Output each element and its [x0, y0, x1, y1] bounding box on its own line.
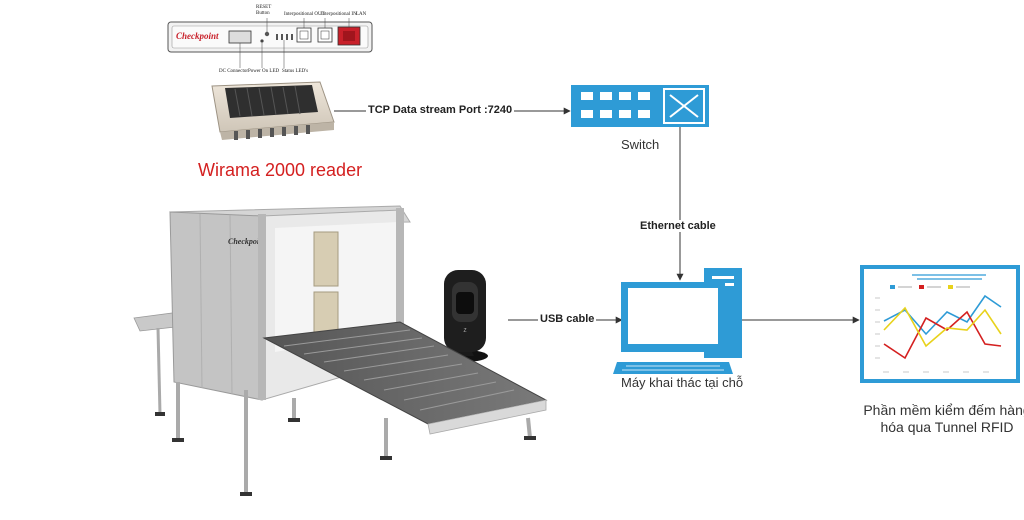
- tunnel-logo-text: Checkpoint: [228, 237, 267, 246]
- power-led-label: Power On LED: [248, 69, 280, 74]
- pc-label: Máy khai thác tại chỗ: [621, 375, 744, 390]
- ethernet-label: Ethernet cable: [638, 220, 718, 232]
- power-led: [260, 39, 264, 43]
- reader-front-panel: [167, 18, 373, 68]
- line-chart-dashboard-icon: [860, 265, 1020, 383]
- desktop-computer-icon: [613, 268, 742, 374]
- tcp-label: TCP Data stream Port :7240: [366, 104, 515, 116]
- reader-panel-logo: Checkpoint: [176, 31, 219, 41]
- rfid-tunnel-conveyor-image: Checkpoint: [133, 205, 548, 496]
- dc-connector-label: DC Connector: [219, 69, 249, 74]
- reader-title: Wirama 2000 reader: [198, 160, 363, 180]
- interp-out-label: Interpositional OUT: [284, 12, 325, 17]
- usb-label: USB cable: [538, 313, 597, 325]
- connectors: [334, 107, 860, 324]
- lan-label: LAN: [356, 12, 367, 17]
- svg-text:Z: Z: [463, 328, 466, 334]
- status-leds: [276, 34, 293, 40]
- interp-in-port: [317, 27, 333, 43]
- status-leds-label: Status LED's: [282, 69, 309, 74]
- reset-button: [264, 31, 270, 37]
- software-label: Phần mềm kiểm đếm hàng hóa qua Tunnel RF…: [863, 402, 1024, 435]
- interp-out-port: [296, 27, 312, 43]
- switch-icon: [571, 85, 709, 127]
- switch-label: Switch: [621, 137, 660, 152]
- interp-in-label: Interpositional IN: [321, 12, 357, 17]
- reset-button-label: RESET Button: [256, 5, 272, 16]
- reader-device-image: [211, 81, 335, 140]
- dc-connector-port: [228, 30, 252, 44]
